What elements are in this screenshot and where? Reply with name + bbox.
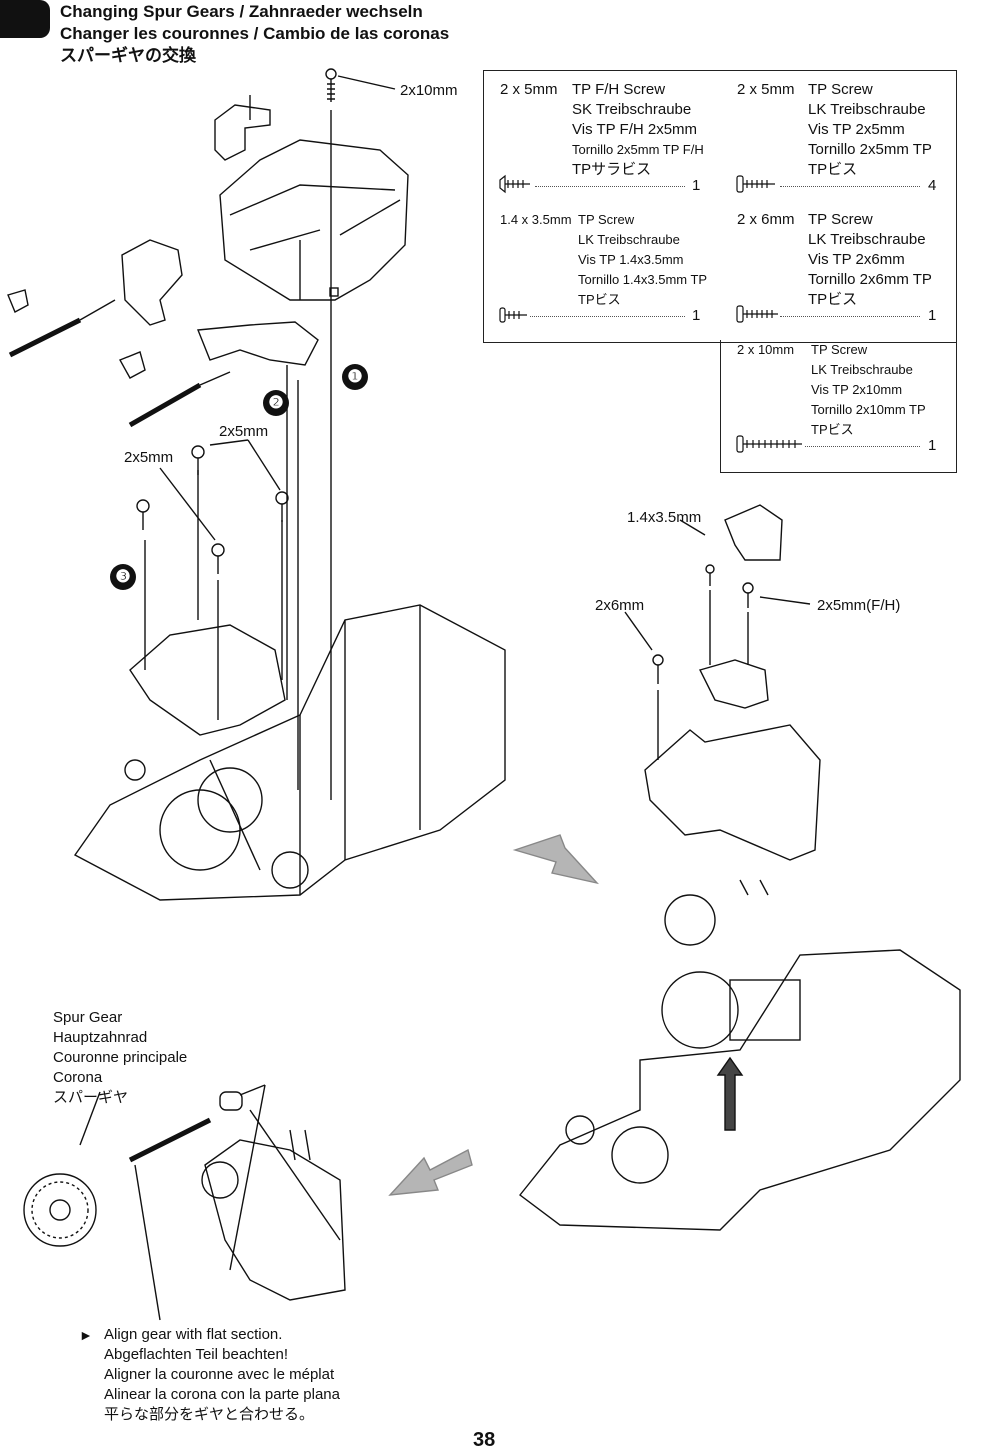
tp-screw-small-icon bbox=[499, 307, 527, 323]
align-note-en: Align gear with flat section. bbox=[104, 1326, 283, 1343]
label-2x5mm-fh: 2x5mm(F/H) bbox=[817, 597, 901, 614]
fh-screw-icon bbox=[499, 174, 530, 194]
part-name-de: LK Treibschraube bbox=[578, 232, 680, 247]
leader-dots bbox=[530, 316, 685, 317]
align-note-fr: Aligner la couronne avec le méplat bbox=[104, 1366, 335, 1383]
part-name-es: Tornillo 2x6mm TP bbox=[808, 271, 932, 288]
tp-screw-2x10-icon bbox=[736, 435, 802, 453]
part-name-es: Tornillo 2x5mm TP bbox=[808, 141, 932, 158]
part-name-ja: TPビス bbox=[578, 292, 621, 307]
part-name-ja: TPビス bbox=[808, 161, 858, 178]
part-name-ja: TPビス bbox=[808, 291, 858, 308]
part-name-fr: Vis TP 2x5mm bbox=[808, 121, 905, 138]
leader-dots bbox=[780, 316, 920, 317]
spur-gear-label-de: Hauptzahnrad bbox=[53, 1029, 148, 1046]
part-qty: 1 bbox=[692, 177, 701, 194]
part-name-es: Tornillo 1.4x3.5mm TP bbox=[578, 272, 708, 287]
screw-2x5-icon-a bbox=[191, 445, 205, 475]
part-size: 2 x 6mm bbox=[737, 211, 795, 228]
title-fr-es: Changer les couronnes / Cambio de las co… bbox=[60, 24, 450, 43]
align-note-ja: 平らな部分をギヤと合わせる。 bbox=[104, 1406, 315, 1423]
align-note-es: Alinear la corona con la parte plana bbox=[104, 1386, 340, 1403]
part-name: TP Screw bbox=[808, 81, 873, 98]
title-ja: スパーギヤの交換 bbox=[60, 46, 196, 65]
part-name-fr: Vis TP 1.4x3.5mm bbox=[578, 252, 684, 267]
part-name-fr: Vis TP F/H 2x5mm bbox=[572, 121, 698, 138]
motor-clamp bbox=[698, 659, 769, 709]
part-name-de: SK Treibschraube bbox=[572, 101, 692, 118]
gearbox-cover bbox=[219, 139, 409, 301]
part-name-es: Tornillo 2x5mm TP F/H bbox=[572, 142, 704, 157]
label-2x5mm-a: 2x5mm bbox=[219, 423, 269, 440]
part-name-de: LK Treibschraube bbox=[811, 362, 913, 377]
motor-cover bbox=[724, 504, 783, 561]
section-tab-marker bbox=[0, 0, 50, 38]
screw-2x5-icon-c bbox=[275, 491, 289, 522]
label-2x6mm: 2x6mm bbox=[595, 597, 645, 614]
chassis-lower-right bbox=[519, 949, 961, 1231]
step-marker-1: ❶ bbox=[342, 364, 368, 390]
page-number: 38 bbox=[473, 1429, 496, 1451]
screw-2x5-icon-d bbox=[211, 543, 225, 574]
part-size: 2 x 5mm bbox=[737, 81, 795, 98]
part-name: TP Screw bbox=[578, 212, 635, 227]
part-name-fr: Vis TP 2x6mm bbox=[808, 251, 905, 268]
screw-2x5-icon-b bbox=[136, 499, 150, 530]
part-name-de: LK Treibschraube bbox=[808, 101, 926, 118]
tp-screw-2x6-icon bbox=[736, 305, 778, 323]
direction-arrow-left bbox=[388, 1148, 473, 1196]
part-name: TP Screw bbox=[808, 211, 873, 228]
label-2x5mm-b: 2x5mm bbox=[124, 449, 174, 466]
screw-1.4x3.5-icon bbox=[705, 564, 715, 586]
part-name: TP Screw bbox=[811, 342, 868, 357]
direction-arrow-right bbox=[512, 834, 600, 885]
gearbox-housing bbox=[129, 624, 286, 736]
part-name-de: LK Treibschraube bbox=[808, 231, 926, 248]
parts-list-box-extension bbox=[720, 340, 957, 473]
part-size: 1.4 x 3.5mm bbox=[500, 212, 572, 227]
leader-dots bbox=[780, 186, 920, 187]
step-marker-3: ❸ bbox=[110, 564, 136, 590]
part-name: TP F/H Screw bbox=[572, 81, 666, 98]
suspension-arm-lower bbox=[197, 321, 319, 366]
part-size: 2 x 10mm bbox=[737, 342, 795, 357]
screw-2x10-icon bbox=[325, 68, 337, 102]
up-arrow bbox=[716, 1056, 744, 1131]
spur-gear-label-fr: Couronne principale bbox=[53, 1049, 188, 1066]
note-marker-icon: ► bbox=[79, 1327, 93, 1343]
screw-2x5fh-icon bbox=[742, 582, 754, 608]
part-name-fr: Vis TP 2x10mm bbox=[811, 382, 903, 397]
label-1.4x3.5mm: 1.4x3.5mm bbox=[627, 509, 702, 526]
suspension-arm-upper bbox=[121, 239, 183, 326]
spur-gear-label-es: Corona bbox=[53, 1069, 103, 1086]
motor-tray bbox=[644, 724, 821, 861]
spur-gear-label-en: Spur Gear bbox=[53, 1009, 123, 1026]
title-en-de: Changing Spur Gears / Zahnraeder wechsel… bbox=[60, 2, 423, 21]
part-name-es: Tornillo 2x10mm TP bbox=[811, 402, 926, 417]
align-note-de: Abgeflachten Teil beachten! bbox=[104, 1346, 289, 1363]
bearing-part bbox=[219, 1091, 243, 1111]
part-size: 2 x 5mm bbox=[500, 81, 558, 98]
label-2x10mm: 2x10mm bbox=[400, 82, 458, 99]
spur-gear-icon bbox=[23, 1173, 97, 1247]
part-qty: 1 bbox=[928, 437, 937, 454]
part-name-ja: TPビス bbox=[811, 422, 854, 437]
spur-gear-label-ja: スパーギヤ bbox=[53, 1089, 129, 1106]
part-name-ja: TPサラビス bbox=[572, 161, 652, 178]
part-qty: 1 bbox=[692, 307, 701, 324]
leader-dots bbox=[805, 446, 920, 447]
part-qty: 1 bbox=[928, 307, 937, 324]
part-qty: 4 bbox=[928, 177, 937, 194]
step-marker-2: ❷ bbox=[263, 390, 289, 416]
tp-screw-icon bbox=[736, 175, 775, 193]
clip-part bbox=[214, 104, 271, 161]
leader-dots bbox=[535, 186, 685, 187]
screw-2x6-icon bbox=[652, 654, 664, 684]
